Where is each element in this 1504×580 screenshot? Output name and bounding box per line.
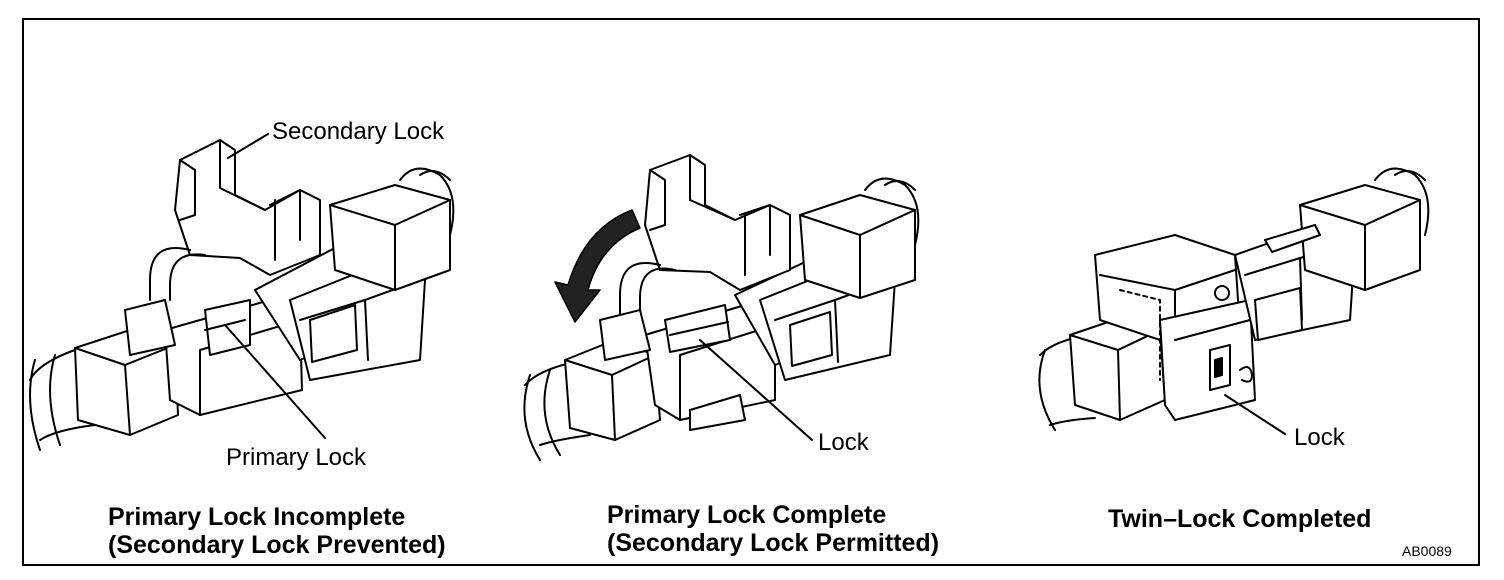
leader-secondary-lock xyxy=(227,133,269,159)
caption-panel-2: Primary Lock Complete (Secondary Lock Pe… xyxy=(607,501,939,557)
figure-code: AB0089 xyxy=(1402,543,1452,559)
caption-panel-3-line1: Twin–Lock Completed xyxy=(1108,505,1372,533)
leader-lock-2 xyxy=(699,339,813,441)
caption-panel-3: Twin–Lock Completed xyxy=(1108,505,1371,533)
rotation-arrow-icon xyxy=(554,209,641,323)
leader-lock-3 xyxy=(1224,394,1286,435)
connector-drawing-1 xyxy=(29,139,455,451)
callout-secondary-lock: Secondary Lock xyxy=(272,118,445,145)
callout-lock-panel-2: Lock xyxy=(818,429,869,456)
caption-panel-2-line1: Primary Lock Complete xyxy=(607,501,887,529)
leader-primary-lock xyxy=(224,324,326,439)
callout-lock-panel-3: Lock xyxy=(1294,424,1345,451)
connector-drawing-2 xyxy=(523,154,920,461)
caption-panel-1-line2: (Secondary Lock Prevented) xyxy=(108,531,446,559)
caption-panel-1: Primary Lock Incomplete (Secondary Lock … xyxy=(108,503,446,559)
caption-panel-2-line2: (Secondary Lock Permitted) xyxy=(607,529,940,557)
callout-primary-lock: Primary Lock xyxy=(226,444,367,471)
caption-panel-1-line1: Primary Lock Incomplete xyxy=(108,503,406,531)
connector-drawing-3 xyxy=(1038,167,1430,431)
